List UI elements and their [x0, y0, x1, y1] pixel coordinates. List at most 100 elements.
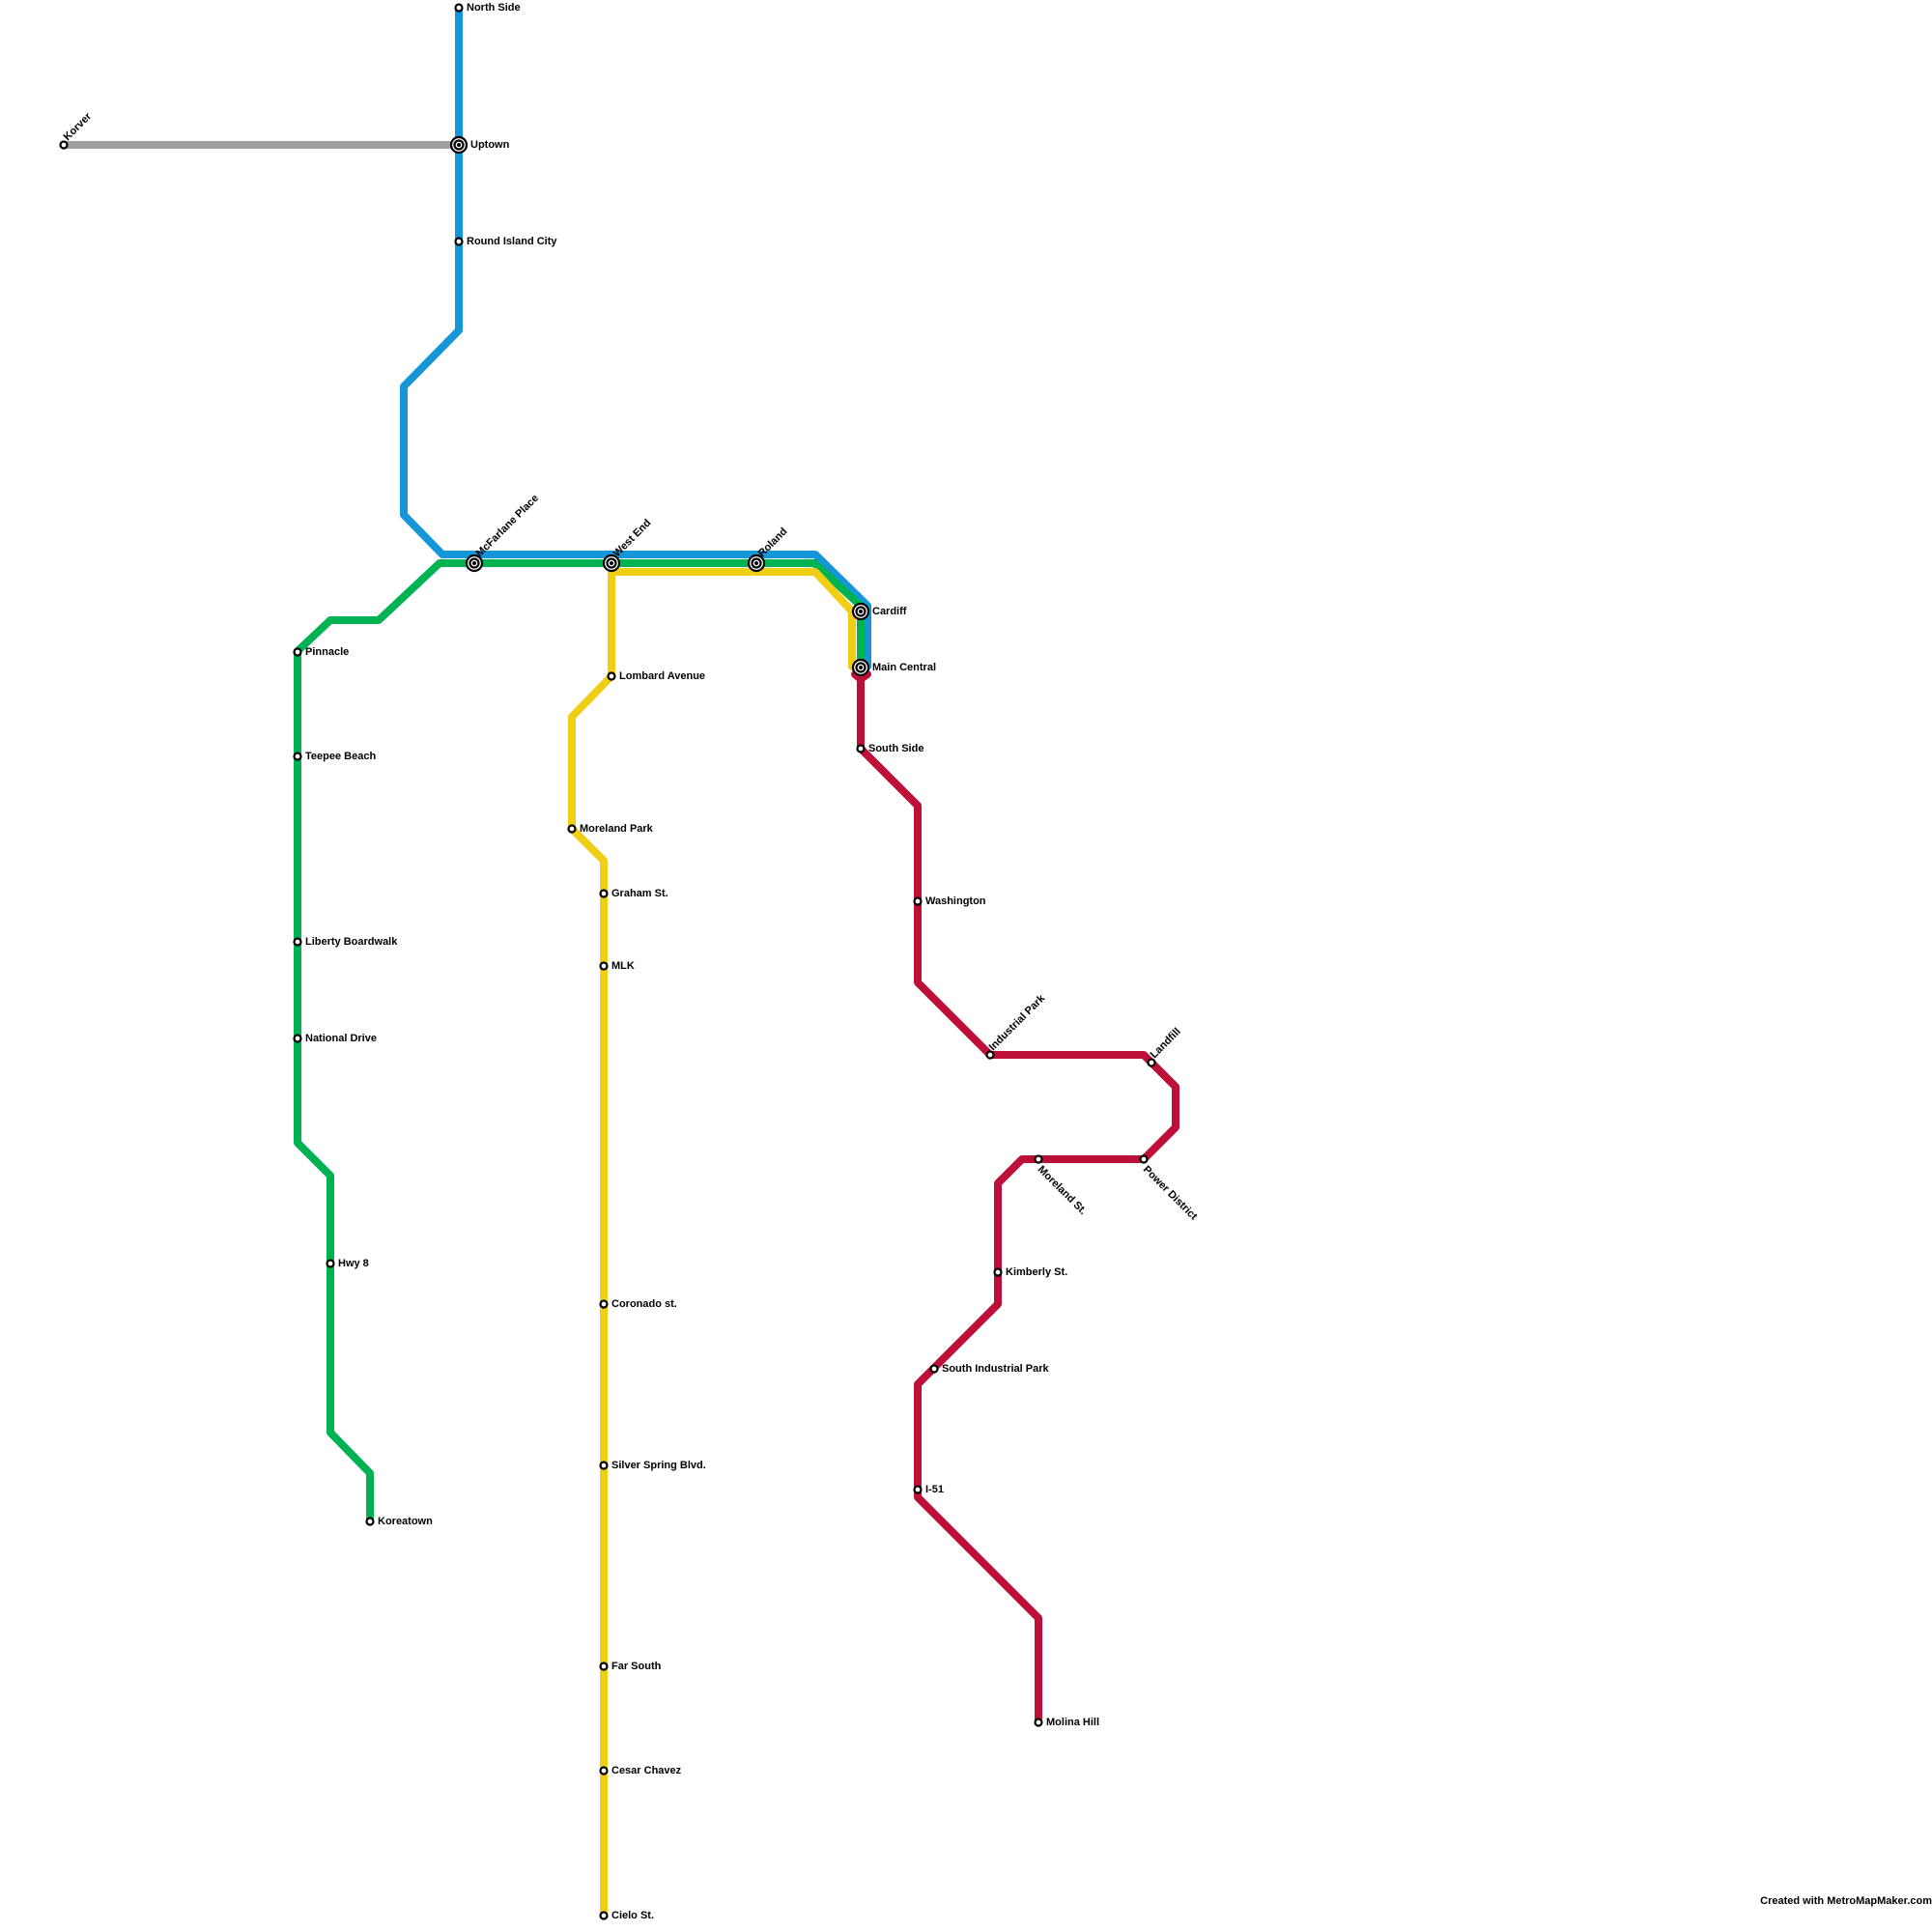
station-label-teepee-beach: Teepee Beach — [305, 751, 376, 762]
station-west-end[interactable] — [602, 554, 621, 573]
station-label-silver-spring-blvd: Silver Spring Blvd. — [611, 1460, 706, 1471]
station-label-power-district: Power District — [1141, 1164, 1200, 1223]
station-marker — [599, 1299, 609, 1309]
station-mlk[interactable] — [599, 961, 609, 971]
station-label-moreland-st: Moreland St. — [1036, 1164, 1089, 1217]
station-national-drive[interactable] — [293, 1034, 302, 1043]
station-silver-spring-blvd[interactable] — [599, 1461, 609, 1470]
station-label-cesar-chavez: Cesar Chavez — [611, 1765, 682, 1776]
station-label-molina-hill: Molina Hill — [1046, 1717, 1099, 1728]
station-marker — [1139, 1154, 1149, 1164]
station-marker — [599, 1461, 609, 1470]
station-cesar-chavez[interactable] — [599, 1766, 609, 1776]
interchange-dot — [754, 561, 758, 565]
blue-line[interactable] — [400, 4, 871, 670]
interchange-dot — [859, 666, 863, 669]
station-marker — [1147, 1058, 1156, 1067]
station-marker — [599, 889, 609, 898]
station-kimberly-st[interactable] — [993, 1267, 1003, 1277]
station-label-landfill: Landfill — [1149, 1026, 1183, 1061]
station-marker — [929, 1364, 939, 1374]
station-south-industrial-park[interactable] — [929, 1364, 939, 1374]
station-coronado-st[interactable] — [599, 1299, 609, 1309]
station-cielo-st[interactable] — [599, 1911, 609, 1920]
station-industrial-park[interactable] — [985, 1050, 995, 1060]
station-marker — [293, 752, 302, 761]
station-marker — [454, 237, 464, 246]
station-marker — [985, 1050, 995, 1060]
station-label-mlk: MLK — [611, 960, 635, 972]
interchange-dot — [472, 561, 476, 565]
station-round-island-city[interactable] — [454, 237, 464, 246]
station-marker — [599, 1766, 609, 1776]
station-main-central[interactable] — [851, 658, 870, 677]
station-label-korver: Korver — [62, 110, 95, 143]
station-marker — [913, 896, 923, 906]
station-label-pinnacle: Pinnacle — [305, 646, 349, 658]
station-teepee-beach[interactable] — [293, 752, 302, 761]
station-marker — [599, 961, 609, 971]
station-graham-st[interactable] — [599, 889, 609, 898]
station-label-graham-st: Graham St. — [611, 888, 668, 899]
station-molina-hill[interactable] — [1034, 1718, 1043, 1727]
station-south-side[interactable] — [856, 744, 866, 753]
station-marker — [59, 140, 69, 150]
station-liberty-boardwalk[interactable] — [293, 937, 302, 947]
station-label-lombard-avenue: Lombard Avenue — [619, 670, 705, 682]
station-label-kimberly-st: Kimberly St. — [1006, 1266, 1067, 1278]
station-marker — [856, 744, 866, 753]
station-moreland-st[interactable] — [1034, 1154, 1043, 1164]
station-label-coronado-st: Coronado st. — [611, 1298, 677, 1310]
station-marker — [913, 1485, 923, 1494]
station-marker — [607, 671, 616, 681]
station-label-washington: Washington — [925, 895, 986, 907]
station-marker — [1034, 1718, 1043, 1727]
station-label-national-drive: National Drive — [305, 1033, 377, 1044]
station-landfill[interactable] — [1147, 1058, 1156, 1067]
station-marker — [293, 937, 302, 947]
station-cardiff[interactable] — [851, 602, 870, 621]
station-washington[interactable] — [913, 896, 923, 906]
station-label-main-central: Main Central — [872, 662, 936, 673]
station-label-cielo-st: Cielo St. — [611, 1910, 654, 1921]
station-moreland-park[interactable] — [567, 824, 577, 834]
station-label-uptown: Uptown — [470, 139, 510, 151]
station-label-moreland-park: Moreland Park — [580, 823, 654, 835]
station-label-liberty-boardwalk: Liberty Boardwalk — [305, 936, 398, 948]
station-marker — [293, 647, 302, 657]
station-pinnacle[interactable] — [293, 647, 302, 657]
station-label-cardiff: Cardiff — [872, 606, 907, 617]
station-marker — [1034, 1154, 1043, 1164]
station-north-side[interactable] — [454, 3, 464, 13]
station-label-koreatown: Koreatown — [378, 1516, 433, 1527]
station-label-south-industrial-park: South Industrial Park — [942, 1363, 1050, 1375]
station-power-district[interactable] — [1139, 1154, 1149, 1164]
interchange-dot — [457, 143, 461, 147]
station-korver[interactable] — [59, 140, 69, 150]
green-line[interactable] — [294, 559, 865, 1525]
station-label-south-side: South Side — [868, 743, 923, 754]
station-marker — [454, 3, 464, 13]
station-marker — [993, 1267, 1003, 1277]
interchange-dot — [610, 561, 613, 565]
station-roland[interactable] — [747, 554, 766, 573]
station-uptown[interactable] — [449, 135, 469, 155]
station-lombard-avenue[interactable] — [607, 671, 616, 681]
station-i-51[interactable] — [913, 1485, 923, 1494]
station-mcfarlane-place[interactable] — [465, 554, 484, 573]
interchange-dot — [859, 610, 863, 613]
station-hwy-8[interactable] — [326, 1259, 335, 1268]
station-marker — [365, 1517, 375, 1526]
station-label-i-51: I-51 — [925, 1484, 944, 1495]
station-marker — [599, 1662, 609, 1671]
station-koreatown[interactable] — [365, 1517, 375, 1526]
red-line[interactable] — [851, 670, 1179, 1726]
station-marker — [326, 1259, 335, 1268]
station-label-round-island-city: Round Island City — [467, 236, 557, 247]
credit-text: Created with MetroMapMaker.com — [1760, 1895, 1932, 1907]
station-marker — [567, 824, 577, 834]
station-far-south[interactable] — [599, 1662, 609, 1671]
station-label-hwy-8: Hwy 8 — [338, 1258, 369, 1269]
yellow-line[interactable] — [568, 568, 856, 1919]
